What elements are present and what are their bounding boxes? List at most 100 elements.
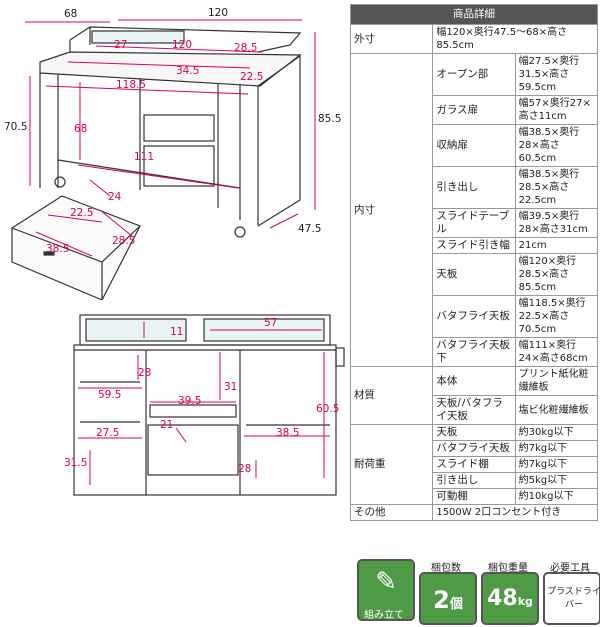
spec-subcategory: 天板 <box>432 253 516 296</box>
spec-subcategory: バタフライ天板下 <box>432 337 516 367</box>
dim-drawer-depth: 22.5 <box>70 207 93 219</box>
spec-subcategory: 天板/バタフライ天板 <box>432 395 516 425</box>
dim-drawer-width: 38.5 <box>46 243 69 255</box>
spec-value: 約5kg以下 <box>514 472 599 489</box>
spec-row: 耐荷重天板約30kg以下 <box>349 424 599 505</box>
spec-value: 幅38.5×奥行28×高さ60.5cm <box>514 124 599 167</box>
dim-drawer-side: 28.5 <box>112 235 135 247</box>
dim-shelf-width: 27 <box>114 39 127 51</box>
dim-drawer-width-front: 38.5 <box>276 427 299 439</box>
spec-value: プリント紙化粧繊維板 <box>514 366 599 396</box>
dim-slide-width: 39.5 <box>178 395 201 407</box>
spec-subcategory: バタフライ天板 <box>432 295 516 338</box>
spec-subcategory: 可動棚 <box>432 488 516 505</box>
badge-tools-value: プラスドライバー <box>547 587 600 610</box>
spec-row: バタフライ天板下幅111×奥行24×高さ68cm <box>351 337 599 367</box>
dim-shelf-center: 120 <box>172 39 192 51</box>
dim-top-right: 22.5 <box>240 71 263 83</box>
spec-row: スライドテーブル幅39.5×奥行28×高さ31cm <box>351 208 599 238</box>
badge-weight-label: 梱包重量 <box>488 563 528 574</box>
spec-value: 約7kg以下 <box>514 456 599 473</box>
dim-slide-height: 31 <box>224 381 237 393</box>
spec-row: 引き出し幅38.5×奥行28.5×高さ22.5cm <box>351 166 599 209</box>
spec-category: 内寸 <box>349 53 434 367</box>
dim-fly-height: 68 <box>74 123 87 135</box>
spec-category: 材質 <box>349 366 434 425</box>
badge-weight-value: 48 <box>487 586 518 611</box>
spec-category: その他 <box>349 504 434 521</box>
dim-leg-depth: 24 <box>108 191 122 203</box>
spec-subcategory: 引き出し <box>432 166 516 209</box>
spec-subcategory: スライドテーブル <box>432 208 516 238</box>
dim-shelf-left-height: 31.5 <box>64 457 87 469</box>
spec-row: 材質本体プリント紙化粧繊維板 <box>349 366 599 425</box>
dim-glass-width: 57 <box>264 317 277 329</box>
spec-value: 21cm <box>514 237 599 254</box>
badge-packages: 梱包数 2個 <box>415 559 477 625</box>
spec-value: 幅120×奥行47.5～68×高さ85.5cm <box>432 24 598 54</box>
badge-tools: 必要工具 プラスドライバー <box>539 559 600 625</box>
spec-subcategory: 収納扉 <box>432 124 516 167</box>
badge-tools-label: 必要工具 <box>550 563 590 574</box>
badge-weight-unit: kg <box>517 595 533 608</box>
dim-top-width: 34.5 <box>176 65 199 77</box>
spec-row: 外寸幅120×奥行47.5～68×高さ85.5cm <box>349 24 598 54</box>
badge-weight: 梱包重量 48kg <box>477 559 539 625</box>
spec-category: 外寸 <box>349 24 434 54</box>
spec-row: 可動棚約10kg以下 <box>351 488 599 505</box>
spec-row: 収納扉幅38.5×奥行28×高さ60.5cm <box>351 124 599 167</box>
badge-assembly-label: 組み立て <box>364 610 404 621</box>
spec-subcategory: オープン部 <box>432 53 516 96</box>
spec-value: 幅27.5×奥行31.5×高さ59.5cm <box>514 53 599 96</box>
screwdriver-icon: プラスドライバー <box>543 572 600 625</box>
dim-right-height: 60.5 <box>316 403 339 415</box>
spec-subcategory: バタフライ天板 <box>432 440 516 457</box>
badge-assembly: ✎ 組み立て <box>353 559 415 623</box>
spec-row: バタフライ天板幅118.5×奥行22.5×高さ70.5cm <box>351 295 599 338</box>
dim-fly-width: 118.5 <box>116 79 146 91</box>
spec-value: 約30kg以下 <box>514 424 599 441</box>
furniture-perspective-diagram: 68 120 85.5 70.5 47.5 27 120 28.5 34.5 2… <box>4 7 341 300</box>
spec-value: 幅120×奥行28.5×高さ85.5cm <box>514 253 599 296</box>
spec-value: 幅57×奥行27×高さ11cm <box>514 95 599 125</box>
dim-top-height: 11 <box>170 326 183 338</box>
spec-header: 商品詳細 <box>350 4 598 25</box>
box-icon: 2個 <box>419 572 477 625</box>
dim-width-top: 120 <box>208 7 228 19</box>
spec-row: 天板幅120×奥行28.5×高さ85.5cm <box>351 253 599 296</box>
badge-packages-label: 梱包数 <box>431 563 461 574</box>
badge-packages-unit: 個 <box>449 597 463 612</box>
tools-icon: ✎ <box>357 559 415 621</box>
spec-subcategory: スライド引き幅 <box>432 237 516 254</box>
dim-slide-depth: 21 <box>160 419 173 431</box>
spec-value: 約7kg以下 <box>514 440 599 457</box>
spec-value: 幅39.5×奥行28×高さ31cm <box>514 208 599 238</box>
spec-row: ガラス扉幅57×奥行27×高さ11cm <box>351 95 599 125</box>
furniture-front-diagram: 11 57 28 59.5 31 39.5 21 27.5 31.5 38.5 … <box>64 314 345 496</box>
dim-shelf-left-width: 27.5 <box>96 427 119 439</box>
spec-row: 引き出し約5kg以下 <box>351 472 599 489</box>
spec-category: 耐荷重 <box>349 424 434 505</box>
badge-packages-value: 2 <box>433 586 450 614</box>
spec-row: 内寸オープン部幅27.5×奥行31.5×高さ59.5cm <box>349 53 599 367</box>
dim-fly-bottom: 111 <box>134 151 154 163</box>
dim-open-width: 59.5 <box>98 389 121 401</box>
spec-value: 幅111×奥行24×高さ68cm <box>514 337 599 367</box>
dim-shelf-right: 28.5 <box>234 42 257 54</box>
spec-value: 塩ビ化粧繊維板 <box>514 395 599 425</box>
spec-value: 約10kg以下 <box>514 488 599 505</box>
spec-subcategory: 天板 <box>432 424 516 441</box>
spec-row: 天板/バタフライ天板塩ビ化粧繊維板 <box>351 395 599 425</box>
dim-open-height: 28 <box>138 367 151 379</box>
spec-subcategory: 引き出し <box>432 472 516 489</box>
dim-right-depth: 28 <box>238 463 251 475</box>
dim-depth-bottom: 47.5 <box>298 223 321 235</box>
spec-row: バタフライ天板約7kg以下 <box>351 440 599 457</box>
spec-value: 1500W 2口コンセント付き <box>432 504 598 521</box>
dim-depth-top: 68 <box>64 8 77 20</box>
spec-subcategory: 本体 <box>432 366 516 396</box>
dim-height-left: 70.5 <box>4 121 27 133</box>
